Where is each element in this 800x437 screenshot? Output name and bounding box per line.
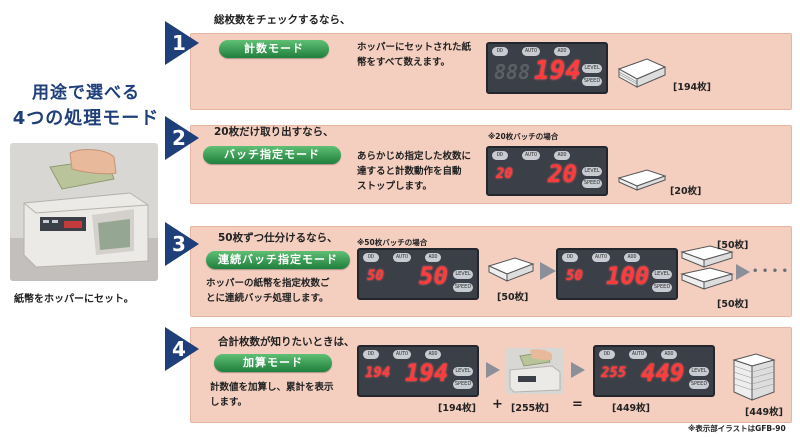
stack-label-3a: [50枚] (497, 292, 529, 303)
plus-sign: + (492, 397, 503, 412)
count-display: 449 (641, 359, 685, 387)
equals-sign: = (572, 397, 583, 412)
continuation-dots: • • • • (752, 266, 789, 277)
accumulated-display: 194 (365, 365, 391, 381)
mode-condition-2: 20枚だけ取り出すなら、 (214, 126, 334, 138)
footnote: ※表示部イラストはGFB-90 (688, 424, 786, 433)
bill-stack-icon (487, 256, 535, 284)
mode-condition-1: 総枚数をチェックするなら、 (214, 14, 351, 26)
count-display: 194 (405, 359, 449, 387)
lcd-display-3b: DD AUTO ADD LEVEL SPEED 50 100 (556, 248, 678, 300)
stack-label-1: [194枚] (673, 82, 712, 93)
batch-setting-display: 20 (496, 166, 513, 182)
lcd-display-4a: DD AUTO ADD LEVEL SPEED 194 194 (357, 345, 479, 397)
batch-setting-display: 50 (566, 268, 583, 284)
lcd-display-2: DD AUTO ADD LEVEL SPEED 20 20 (486, 146, 608, 196)
arrow-right-icon (540, 262, 556, 280)
step-number-2: 2 (165, 116, 199, 160)
mode-desc-2: あらかじめ指定した枚数に達すると計数動作を自動ストップします。 (357, 151, 472, 192)
mode-desc-3: ホッパーの紙幣を指定枚数ごとに連続バッチ処理します。 (206, 278, 330, 304)
mode-name-3: 連続バッチ指定モード (206, 251, 350, 269)
count-display: 50 (419, 262, 448, 290)
stack-label-3c: [50枚] (717, 299, 749, 310)
mode-desc-4: 計数値を加算し、累計を表示します。 (210, 382, 334, 408)
step-number-1: 1 (165, 21, 199, 65)
bill-stack-icon (680, 244, 734, 270)
bill-stack-icon (617, 55, 667, 89)
count-label-4d: [449枚] (745, 407, 784, 418)
accumulated-display: 255 (601, 365, 627, 381)
arrow-right-icon (571, 362, 585, 378)
lcd-display-1: DD AUTO ADD LEVEL SPEED 888 194 (486, 42, 608, 94)
counter-machine-photo (10, 143, 158, 281)
mode-name-2: バッチ指定モード (203, 146, 341, 164)
count-display: 20 (548, 160, 577, 188)
mode-desc-1: ホッパーにセットされた紙幣をすべて数えます。 (357, 42, 472, 68)
arrow-right-icon (486, 362, 500, 378)
bill-stack-icon (617, 168, 667, 194)
mode-heading-line1: 用途で選べる (32, 83, 140, 103)
batch-setting-display: 50 (367, 268, 384, 284)
step-number-4: 4 (165, 327, 199, 371)
mode-heading-line2: 4つの処理モード (12, 108, 160, 129)
mode-condition-3: 50枚ずつ仕分けるなら、 (218, 232, 338, 244)
photo-caption: 紙幣をホッパーにセット。 (14, 294, 134, 305)
batch-note-3: ※50枚バッチの場合 (357, 238, 428, 247)
count-display: 100 (606, 262, 650, 290)
mode-name-1: 計数モード (219, 40, 329, 58)
bill-stack-icon (680, 266, 734, 292)
stack-label-2: [20枚] (670, 186, 702, 197)
step-number-3: 3 (165, 222, 199, 266)
bill-stack-icon (732, 352, 776, 402)
lcd-display-4b: DD AUTO ADD LEVEL SPEED 255 449 (593, 345, 715, 397)
lcd-display-3a: DD AUTO ADD LEVEL SPEED 50 50 (357, 248, 479, 300)
count-label-4c: [449枚] (612, 403, 651, 414)
stack-label-3b: [50枚] (717, 240, 749, 251)
batch-note-2: ※20枚バッチの場合 (488, 132, 559, 141)
count-label-4a: [194枚] (438, 403, 477, 414)
mode-condition-4: 合計枚数が知りたいときは、 (218, 336, 355, 348)
arrow-right-icon (736, 264, 750, 280)
count-label-4b: [255枚] (511, 403, 550, 414)
count-display: 194 (534, 56, 581, 86)
counter-machine-photo (506, 348, 564, 394)
mode-name-4: 加算モード (214, 354, 332, 372)
